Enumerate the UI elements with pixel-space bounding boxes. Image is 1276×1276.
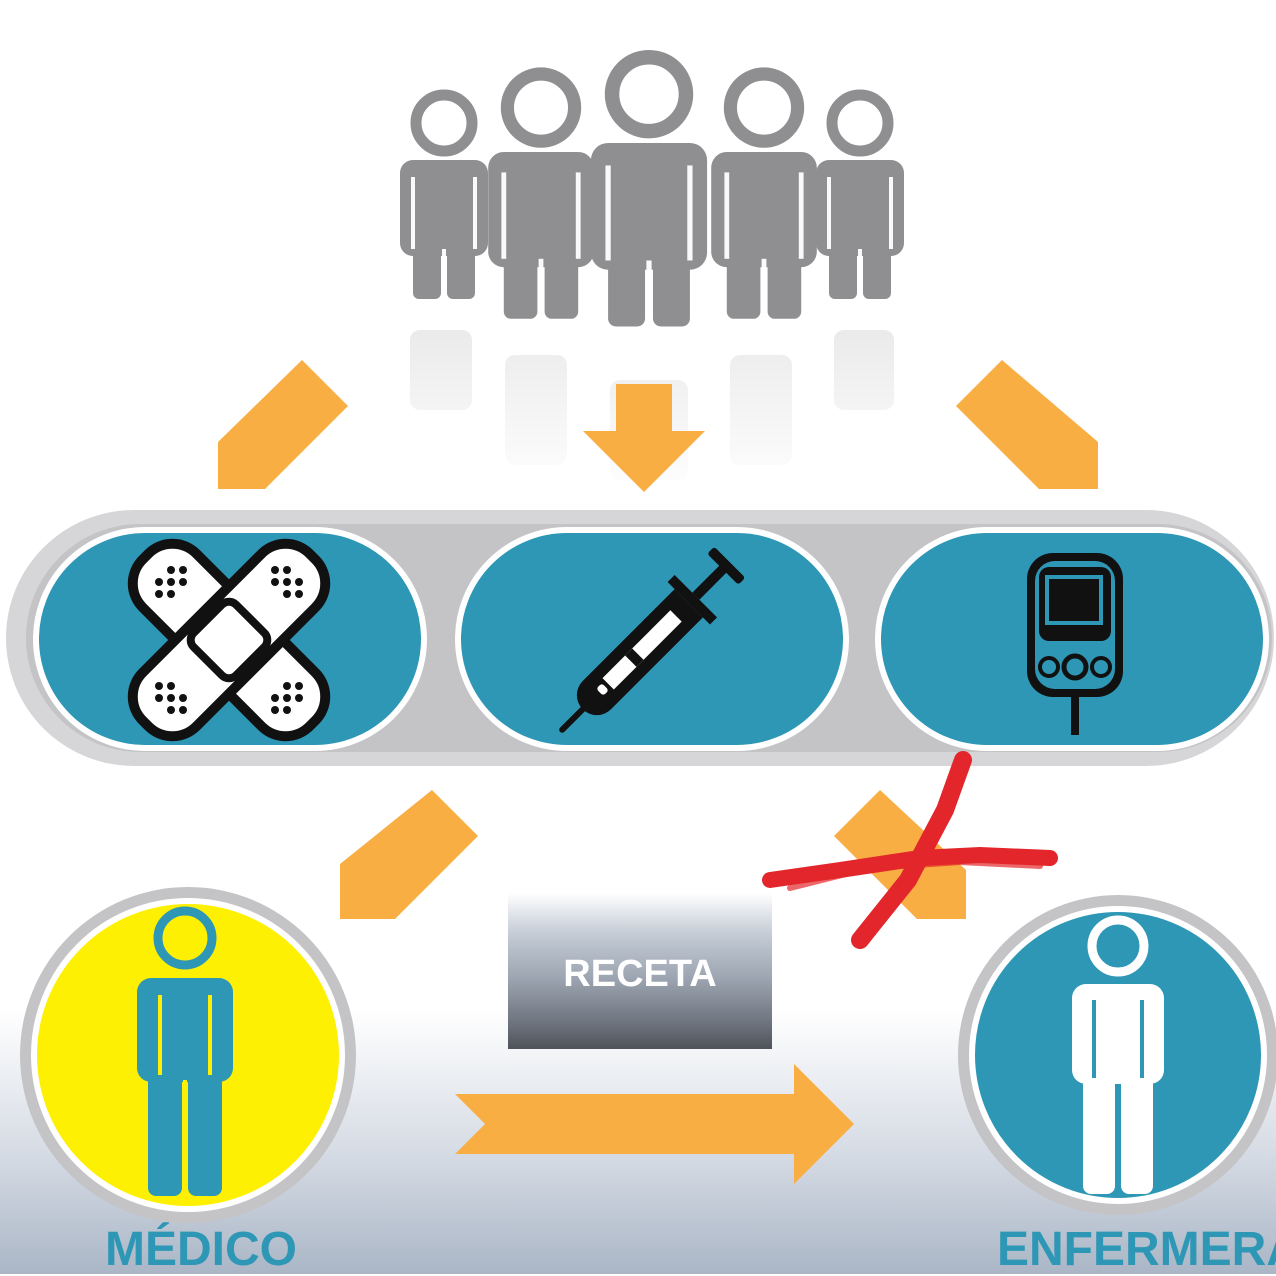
service-wound-care <box>33 527 427 751</box>
arrow-to-wound-care <box>218 360 348 489</box>
arrow-to-injection <box>583 384 705 492</box>
nurse-node <box>958 895 1276 1215</box>
syringe-icon <box>559 547 745 733</box>
prescription-box: RECETA <box>508 893 772 1049</box>
arrow-doctor-to-nurse <box>455 1064 854 1184</box>
service-glucose-test <box>875 527 1269 751</box>
arrow-to-glucose-test <box>956 360 1098 489</box>
doctor-node <box>20 887 356 1223</box>
prescription-label: RECETA <box>563 953 717 995</box>
nurse-label: ENFERMERA <box>997 1223 1276 1276</box>
person-icon <box>1072 915 1164 1194</box>
doctor-label: MÉDICO <box>105 1223 297 1276</box>
person-icon <box>137 906 233 1196</box>
service-injection <box>455 527 849 751</box>
arrow-to-doctor <box>340 790 478 919</box>
bandage-icon <box>127 538 331 742</box>
cross-out-mark <box>762 751 1058 949</box>
glucometer-icon <box>1027 553 1123 735</box>
